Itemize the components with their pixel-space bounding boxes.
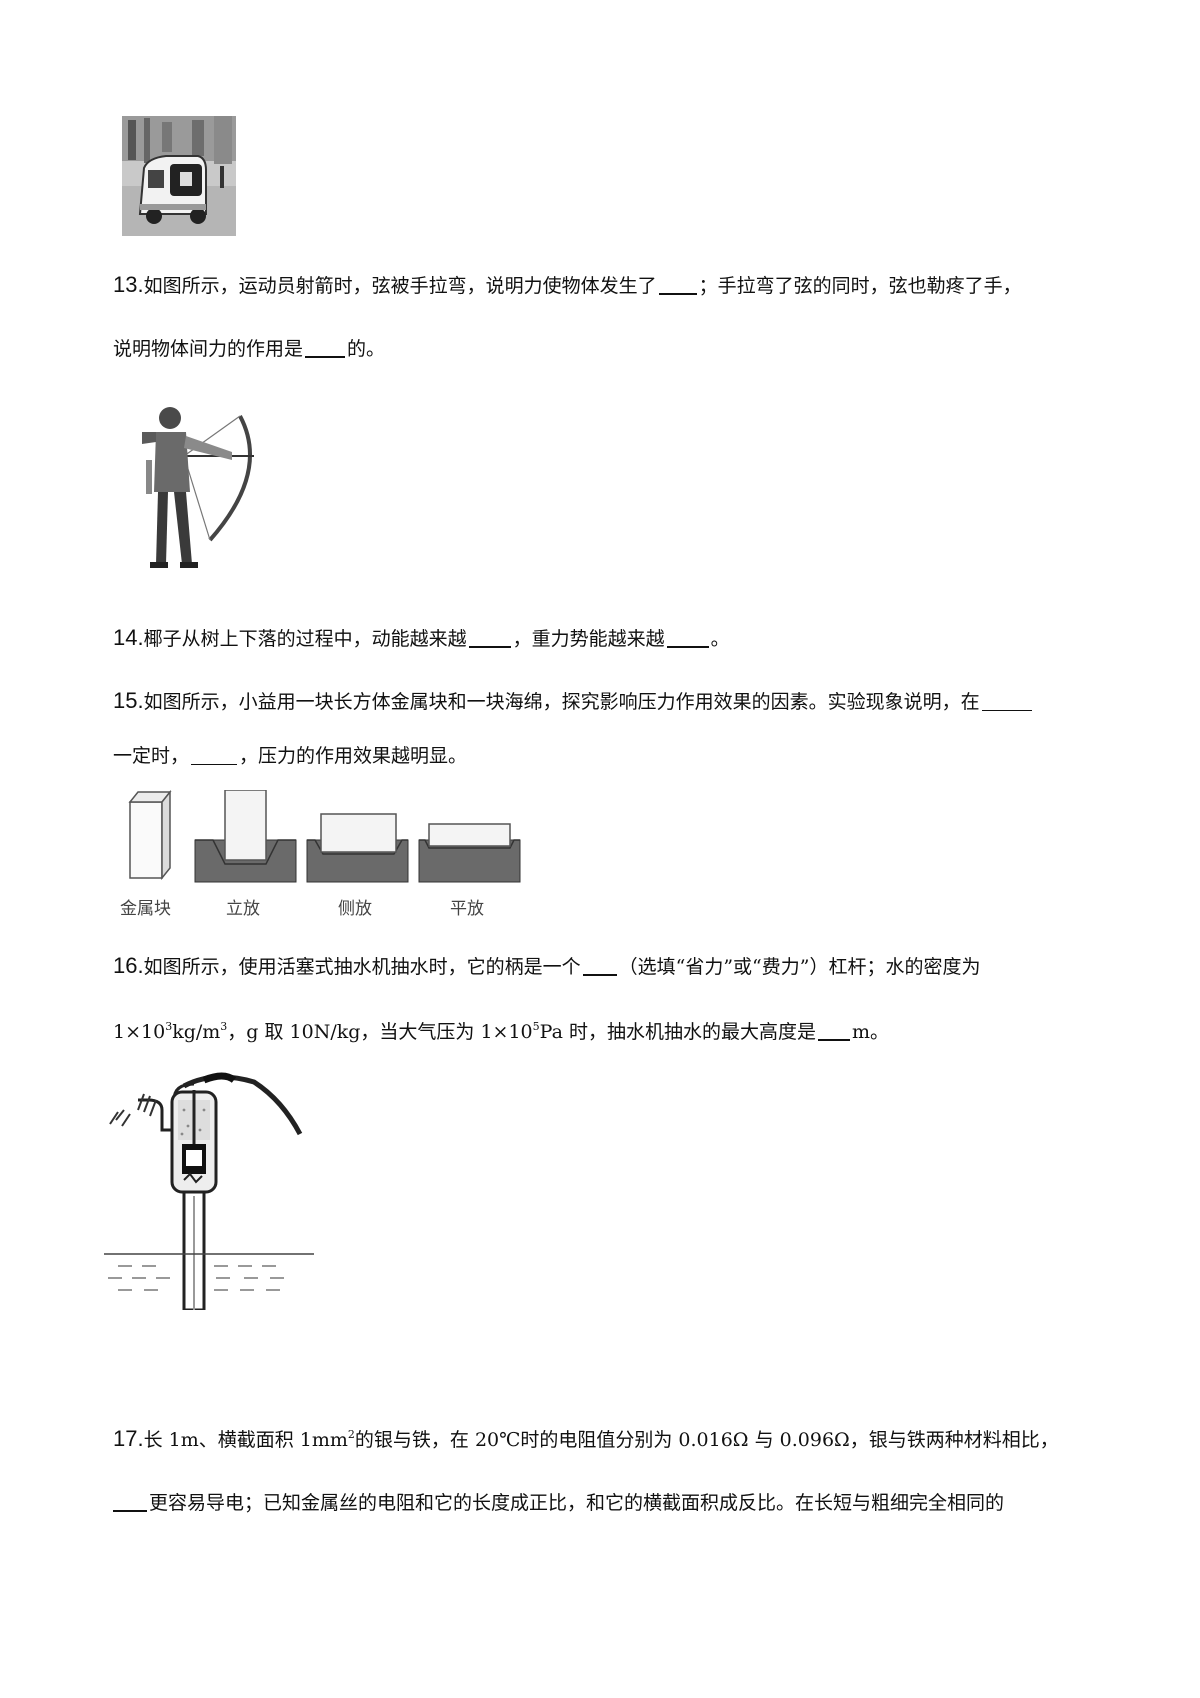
question-text: ；手拉弯了弦的同时，弦也勒疼了手， — [698, 275, 1022, 297]
question-text: 一定时， — [113, 745, 190, 767]
question-text: 如图所示，运动员射箭时，弦被手拉弯，说明力使物体发生了 — [143, 275, 657, 297]
answer-blank[interactable] — [817, 1021, 850, 1041]
figure-label: 立放 — [226, 899, 260, 919]
question-13-line-1: 13.如图所示，运动员射箭时，弦被手拉弯，说明力使物体发生了 ；手拉弯了弦的同时，… — [113, 274, 1103, 296]
answer-blank[interactable] — [191, 746, 238, 765]
formula-text: 1×10 — [113, 1021, 166, 1043]
question-text: 长 1m、横截面积 1mm — [143, 1429, 348, 1451]
answer-blank[interactable] — [468, 628, 511, 648]
question-text: 的。 — [347, 338, 386, 360]
question-16-line-1: 16.如图所示，使用活塞式抽水机抽水时，它的柄是一个 （选填“省力”或“费力”）杠… — [113, 955, 1103, 977]
formula-text: ，g 取 10N/kg，当大气压为 1×10 — [227, 1021, 533, 1043]
question-17-line-2: 更容易导电；已知金属丝的电阻和它的长度成正比，和它的横截面积成反比。在长短与粗细… — [113, 1492, 1103, 1513]
question-text: 的银与铁，在 20℃时的电阻值分别为 0.016Ω 与 0.096Ω，银与铁两种… — [354, 1429, 1059, 1451]
superscript: 5 — [532, 1020, 540, 1033]
superscript: 3 — [220, 1020, 228, 1033]
question-number: 17. — [113, 1426, 144, 1451]
question-15-line-2: 一定时， ，压力的作用效果越明显。 — [113, 746, 1103, 766]
answer-blank[interactable] — [582, 956, 617, 976]
question-text: 如图所示，使用活塞式抽水机抽水时，它的柄是一个 — [143, 956, 581, 978]
question-text: 椰子从树上下落的过程中，动能越来越 — [143, 628, 467, 650]
question-text: （选填“省力”或“费力”）杠杆；水的密度为 — [618, 956, 981, 978]
question-15-line-1: 15.如图所示，小益用一块长方体金属块和一块海绵，探究影响压力作用效果的因素。实… — [113, 690, 1103, 712]
water-pump-figure — [104, 1070, 324, 1312]
question-16-line-2: 1×103kg/m3，g 取 10N/kg，当大气压为 1×105Pa 时，抽水… — [113, 1021, 1103, 1042]
question-17-line-1: 17.长 1m、横截面积 1mm2的银与铁，在 20℃时的电阻值分别为 0.01… — [113, 1428, 1103, 1450]
superscript: 2 — [347, 1428, 355, 1441]
answer-blank[interactable] — [981, 692, 1032, 711]
formula-text: m。 — [851, 1021, 889, 1043]
question-text: 说明物体间力的作用是 — [113, 338, 304, 360]
answer-blank[interactable] — [305, 338, 346, 358]
question-14: 14.椰子从树上下落的过程中，动能越来越 ，重力势能越来越 。 — [113, 627, 1103, 649]
question-13-line-2: 说明物体间力的作用是 的。 — [113, 338, 1103, 359]
question-number: 14. — [113, 625, 144, 650]
sponge-experiment-figure: 金属块 立放 侧放 平放 — [113, 789, 528, 919]
archer-figure — [132, 402, 262, 577]
question-text: ，重力势能越来越 — [512, 628, 665, 650]
answer-blank[interactable] — [113, 1492, 147, 1512]
superscript: 3 — [165, 1020, 173, 1033]
formula-text: kg/m — [172, 1021, 221, 1043]
question-text: 如图所示，小益用一块长方体金属块和一块海绵，探究影响压力作用效果的因素。实验现象… — [143, 691, 980, 713]
answer-blank[interactable] — [666, 628, 709, 648]
formula-text: Pa 时，抽水机抽水的最大高度是 — [539, 1021, 816, 1043]
figure-label: 平放 — [450, 899, 484, 919]
question-number: 15. — [113, 688, 144, 713]
vehicle-photo — [122, 116, 236, 236]
question-text: 更容易导电；已知金属丝的电阻和它的长度成正比，和它的横截面积成反比。在长短与粗细… — [149, 1492, 1005, 1514]
question-number: 13. — [113, 272, 144, 297]
figure-label: 侧放 — [338, 899, 372, 919]
answer-blank[interactable] — [658, 275, 697, 295]
question-text: ，压力的作用效果越明显。 — [239, 745, 468, 767]
figure-label: 金属块 — [120, 899, 171, 919]
question-text: 。 — [710, 628, 730, 650]
question-number: 16. — [113, 953, 144, 978]
